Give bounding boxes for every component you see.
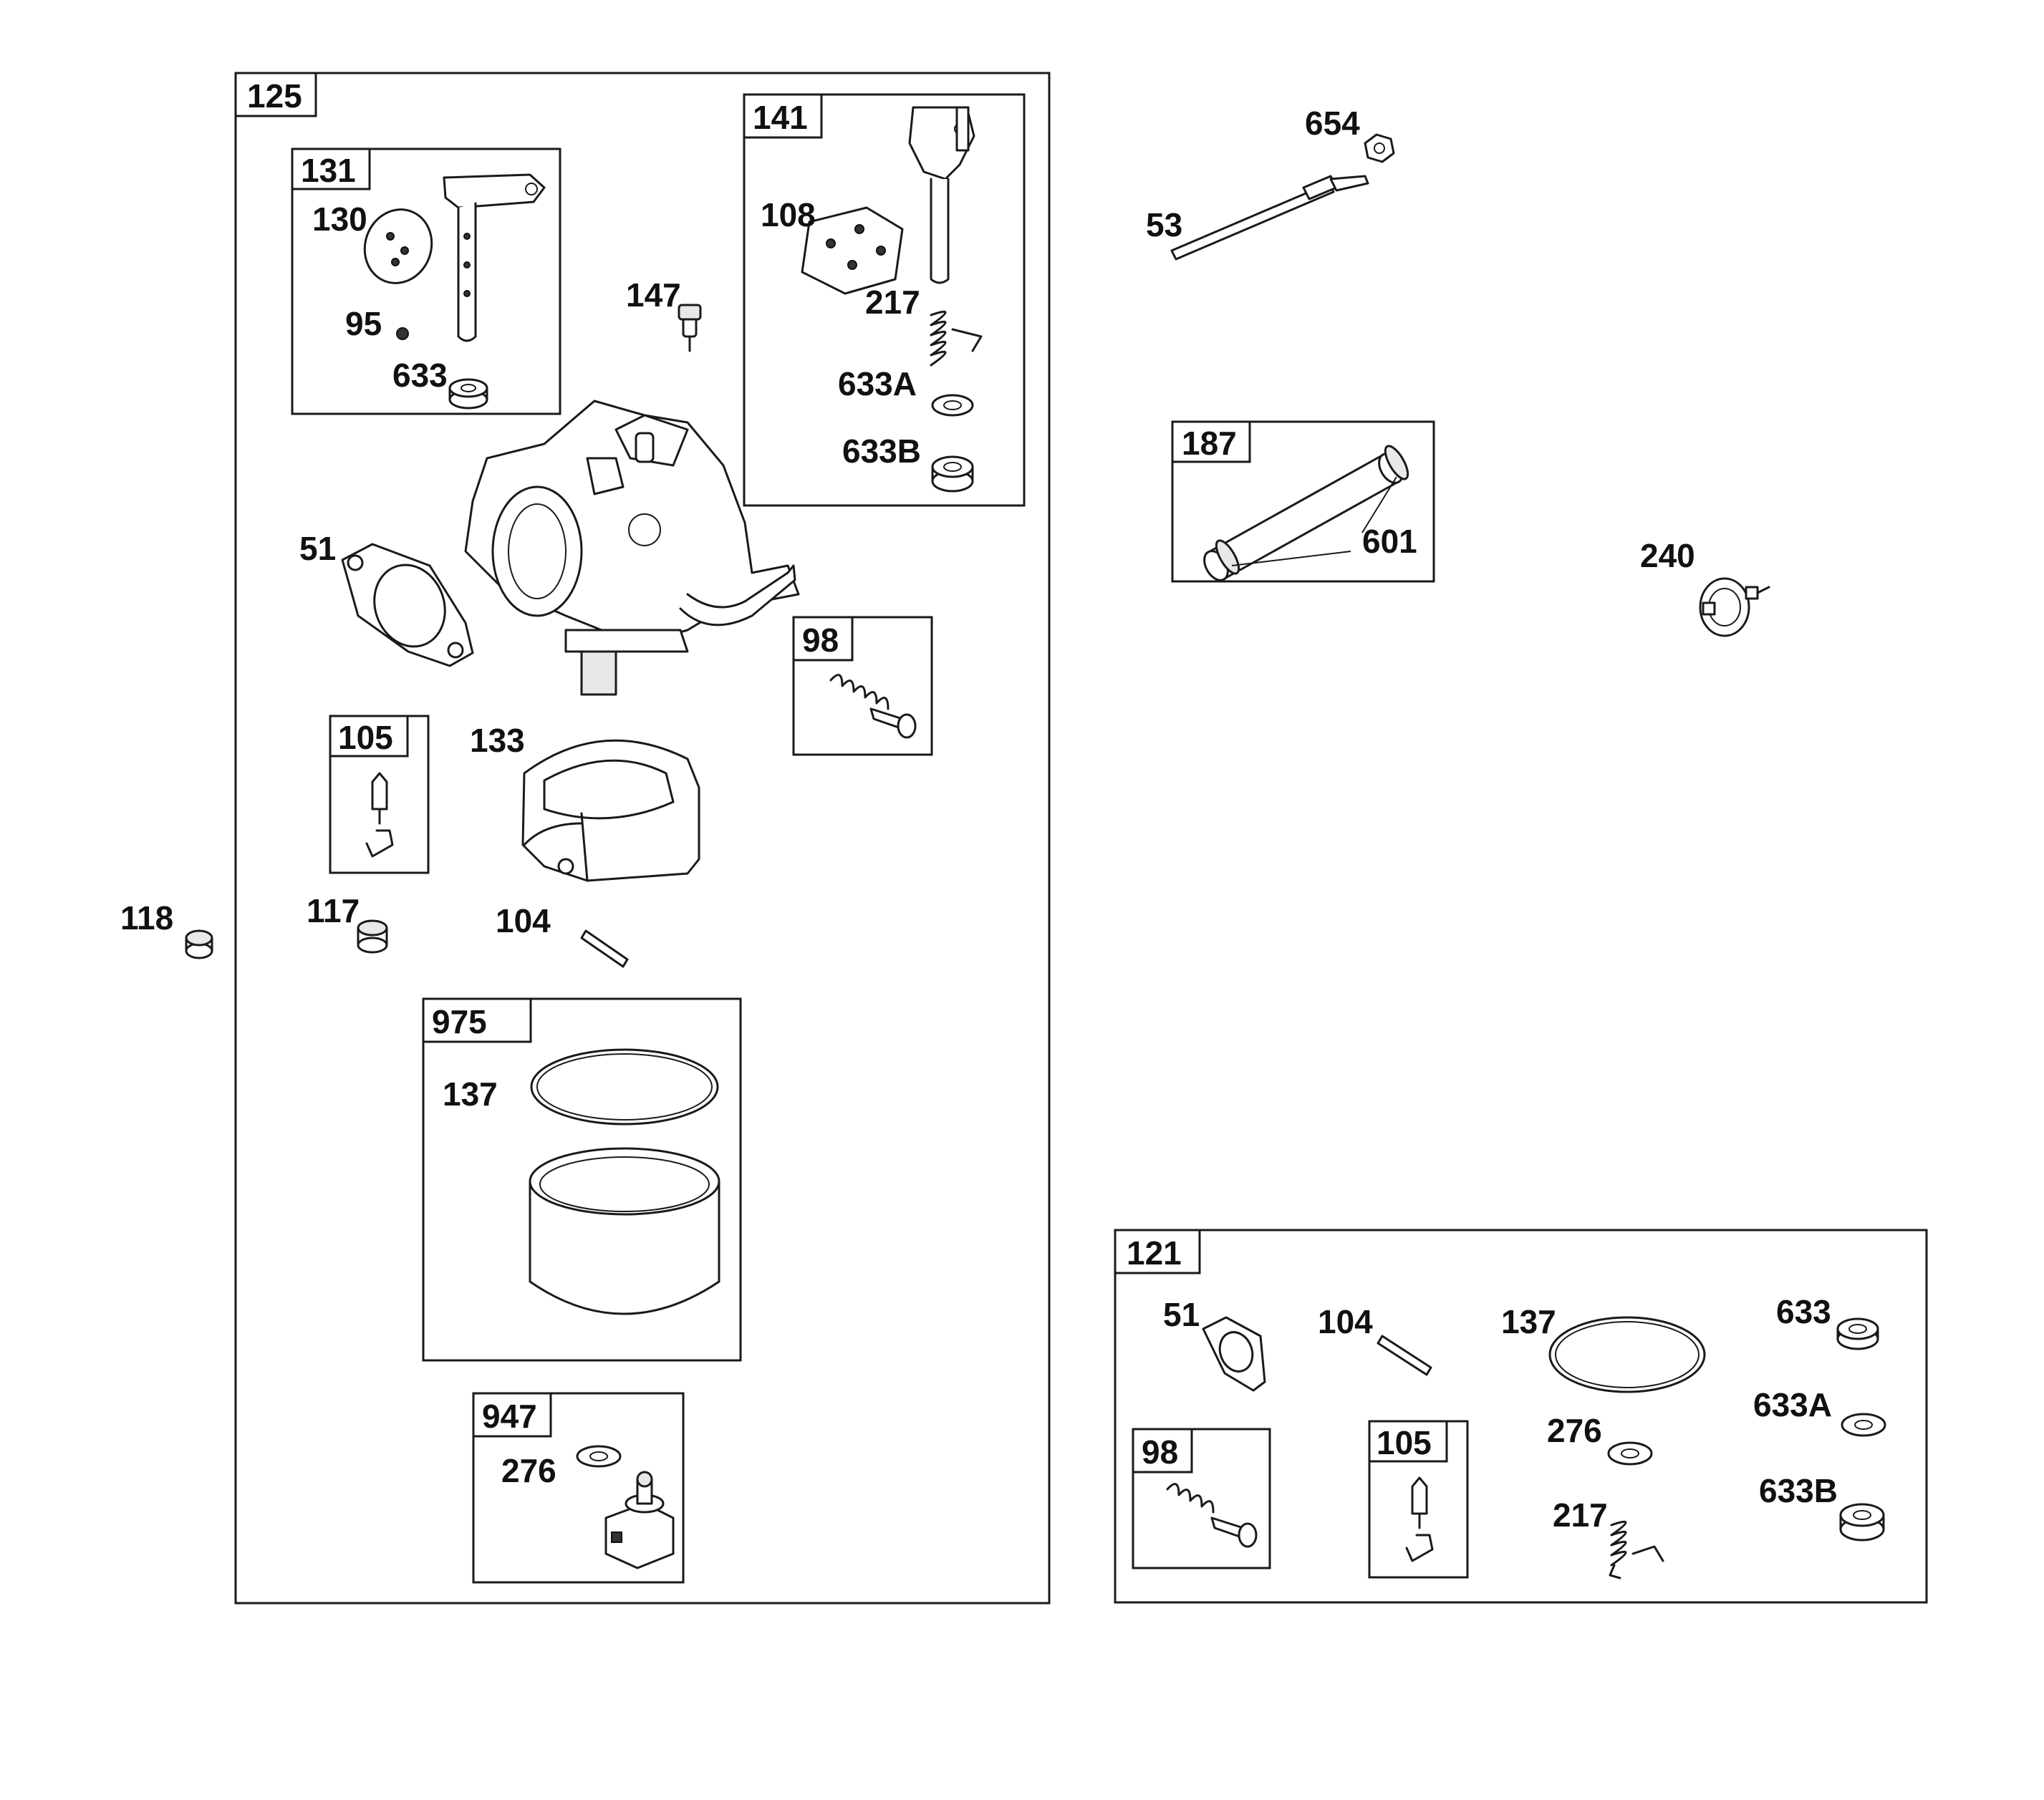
kit-label-633B: 633B — [1759, 1472, 1838, 1509]
label-95: 95 — [345, 305, 382, 342]
label-654: 654 — [1305, 105, 1360, 142]
choke-shaft-drawing — [443, 173, 546, 342]
kit-label-276: 276 — [1547, 1412, 1602, 1449]
group-105-frame: 105 — [329, 715, 430, 874]
needle-105-drawing — [365, 772, 394, 858]
kit-oring-137-drawing — [1548, 1316, 1706, 1393]
group-121-105-frame: 105 — [1368, 1420, 1469, 1579]
label-147: 147 — [626, 276, 681, 314]
group-125-label: 125 — [247, 77, 302, 115]
float-bowl-drawing — [529, 1147, 720, 1315]
group-98-label: 98 — [802, 621, 839, 659]
label-53: 53 — [1146, 206, 1182, 243]
label-276: 276 — [501, 1452, 556, 1489]
kit-gasket-51-drawing — [1202, 1316, 1266, 1392]
group-105-label: 105 — [338, 719, 393, 756]
group-125-frame: 125 — [234, 72, 1051, 1605]
group-131-label: 131 — [301, 152, 356, 189]
kit-seal-633B-drawing — [1839, 1503, 1885, 1542]
oring-137-drawing — [530, 1048, 719, 1126]
group-947-frame: 947 — [472, 1392, 685, 1584]
kit-pin-104-drawing — [1377, 1335, 1432, 1376]
group-141-frame: 141 — [743, 93, 1026, 507]
float-133-drawing — [521, 739, 700, 882]
gasket-51-drawing — [341, 543, 474, 667]
label-51: 51 — [299, 530, 336, 567]
kit-washer-276-drawing — [1607, 1441, 1653, 1466]
carburetor-body-drawing — [464, 400, 800, 696]
group-98-frame: 98 — [792, 616, 933, 756]
pin-104-drawing — [580, 929, 629, 968]
group-975-frame: 975 — [422, 997, 742, 1362]
label-240: 240 — [1640, 537, 1695, 574]
spring-217-drawing — [930, 310, 983, 367]
nut-654-drawing — [1364, 133, 1395, 163]
group-131-frame: 131 — [291, 147, 561, 415]
kit-needle-105-drawing — [1405, 1476, 1434, 1562]
kit-label-104: 104 — [1318, 1303, 1373, 1340]
group-975-label: 975 — [432, 1003, 487, 1040]
group-121-105-label: 105 — [1377, 1424, 1432, 1461]
group-947-label: 947 — [482, 1398, 537, 1435]
screw-147-drawing — [678, 304, 702, 352]
part-117-drawing — [357, 919, 388, 954]
label-133: 133 — [470, 722, 525, 759]
kit-label-51: 51 — [1163, 1296, 1200, 1333]
group-141-label: 141 — [753, 99, 808, 136]
group-121-frame: 121 — [1114, 1229, 1928, 1604]
fuel-line-187-drawing — [1203, 445, 1409, 581]
idle-screw-98-drawing — [829, 674, 917, 739]
kit-label-633: 633 — [1776, 1293, 1831, 1330]
kit-idle-screw-98-drawing — [1166, 1483, 1258, 1548]
group-121-98-frame: 98 — [1132, 1428, 1271, 1569]
kit-label-633A: 633A — [1753, 1386, 1832, 1423]
seal-633-drawing — [448, 378, 488, 410]
solenoid-947-drawing — [604, 1471, 675, 1569]
washer-633A-drawing — [931, 394, 974, 417]
group-121-label: 121 — [1127, 1234, 1182, 1272]
label-130: 130 — [312, 200, 367, 238]
kit-label-137: 137 — [1501, 1303, 1556, 1340]
part-240-drawing — [1699, 577, 1770, 637]
label-633B: 633B — [842, 432, 921, 470]
kit-washer-633A-drawing — [1841, 1413, 1886, 1437]
group-187-frame: 187 — [1171, 420, 1435, 583]
label-104: 104 — [496, 902, 551, 939]
label-601: 601 — [1362, 523, 1417, 560]
label-217: 217 — [865, 284, 920, 321]
rod-53-drawing — [1170, 175, 1369, 261]
label-633: 633 — [392, 357, 448, 394]
gasket-108-drawing — [801, 206, 904, 295]
kit-seal-633-drawing — [1836, 1317, 1879, 1350]
choke-plate-drawing — [363, 208, 433, 284]
label-118: 118 — [120, 899, 173, 937]
screw-95-drawing — [396, 327, 409, 340]
label-137: 137 — [443, 1075, 498, 1113]
washer-276-drawing — [576, 1445, 622, 1468]
kit-spring-217-drawing — [1609, 1520, 1664, 1579]
seal-633B-drawing — [931, 455, 974, 493]
throttle-shaft-drawing — [908, 106, 975, 284]
kit-label-217: 217 — [1553, 1496, 1608, 1534]
part-118-drawing — [185, 929, 213, 959]
label-108: 108 — [761, 196, 816, 233]
label-633A: 633A — [838, 365, 917, 402]
group-187-label: 187 — [1182, 425, 1237, 462]
group-121-98-label: 98 — [1142, 1433, 1178, 1471]
label-117: 117 — [307, 892, 360, 929]
